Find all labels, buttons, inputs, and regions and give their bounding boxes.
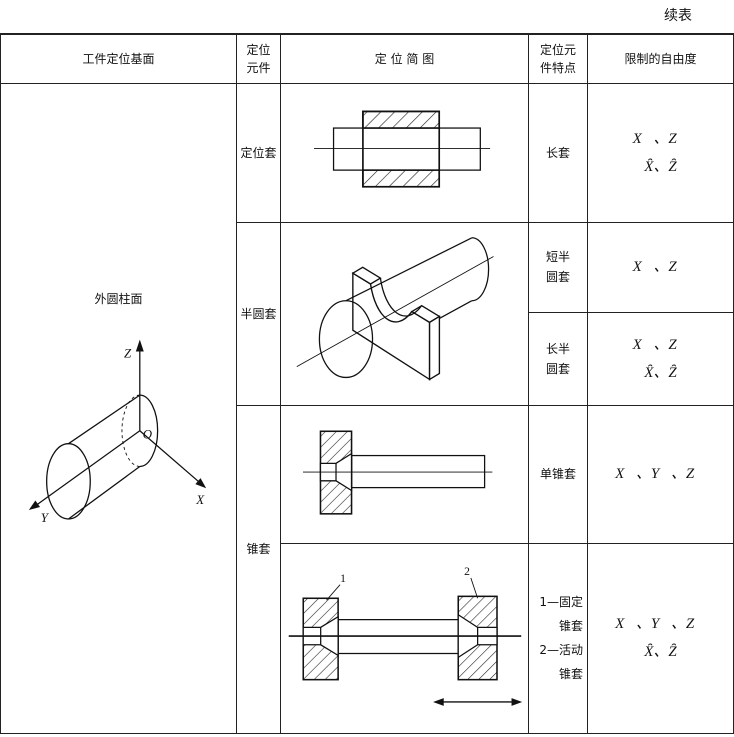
feature-line: 圆套 (545, 270, 570, 284)
dof-cell: X⃗、Z⃗ X̑、Z̑ (587, 82, 734, 223)
header-locating-element-line: 元件 (246, 60, 271, 75)
header-element-feature-line: 件特点 (539, 60, 576, 75)
y-axis (37, 429, 141, 505)
diagram-cell-locating-sleeve (280, 82, 529, 223)
datum-surface-cell: 外圆柱面 Z (0, 82, 237, 734)
feature-cell: 长半 圆套 (528, 311, 588, 406)
movement-arrow-right-head (511, 698, 523, 706)
datum-surface-wrap: 外圆柱面 Z (2, 84, 236, 732)
y-axis-arrow (28, 499, 41, 510)
part-label-2: 2 (464, 565, 470, 578)
locating-sleeve-diagram (313, 110, 491, 188)
header-locating-element: 定位 元件 (236, 33, 281, 84)
half-round-sleeve-diagram (296, 236, 494, 381)
dof-line: X⃗、Z⃗ (632, 336, 689, 353)
cylinder-bottom-edge (68, 465, 141, 519)
x-axis (139, 429, 199, 482)
header-element-feature-line: 定位元 (539, 42, 576, 57)
leader-line-2 (470, 577, 479, 599)
x-axis-label: X (195, 493, 205, 507)
feature-cell: 短半 圆套 (528, 221, 588, 313)
cylinder-right-end-hidden (121, 394, 140, 467)
table-row: 外圆柱面 Z (0, 82, 734, 734)
dof-cell: X⃗、Y⃗、Z⃗ (587, 404, 734, 544)
cylinder-bottom-edge (439, 299, 473, 319)
element-label: 锥套 (246, 542, 271, 556)
header-element-feature: 定位元 件特点 (528, 33, 588, 84)
table-row: 长半 圆套 X⃗、Z⃗ X̑、Z̑ (1, 311, 734, 406)
dof-line: X̑、Z̑ (644, 364, 677, 381)
feature-line: 单锥套 (539, 467, 576, 481)
origin-label: O (143, 427, 152, 441)
z-axis-arrow (135, 339, 144, 352)
feature-line: 圆套 (545, 361, 570, 376)
shaft (350, 454, 486, 488)
element-cell-half-round-sleeve: 半圆套 (236, 221, 281, 406)
dof-cell: X⃗、Y⃗、Z⃗ X̑、Z̑ (587, 542, 734, 734)
table-row: 1 2 1—固定 锥套 2—活动 锥套 X⃗、Y⃗、Z⃗ (1, 542, 734, 734)
y-axis-label: Y (41, 510, 50, 524)
feature-cell: 单锥套 (528, 404, 588, 544)
dof-line: X⃗、Z⃗ (632, 259, 689, 275)
center-line (296, 255, 494, 367)
sleeve-upper-section (362, 110, 441, 129)
shaft (332, 126, 481, 171)
double-cone-sleeve-diagram: 1 2 (288, 565, 523, 706)
sleeve-front-face (352, 271, 431, 381)
table-row: 半圆套 短半 (1, 221, 734, 406)
diagram-cell-half-round-sleeve (280, 221, 529, 406)
dof-cell: X⃗、Z⃗ X̑、Z̑ (587, 311, 734, 406)
x-axis-arrow (195, 477, 207, 488)
diagram-cell-double-cone: 1 2 (280, 542, 529, 734)
dof-line: X⃗、Z⃗ (632, 130, 689, 147)
diagram-cell-single-cone (280, 404, 529, 544)
continued-table-note: 续表 (664, 8, 692, 24)
sleeve-lower-section (362, 168, 441, 188)
dof-line: X⃗、Y⃗、Z⃗ (615, 466, 706, 482)
sleeve-left-lug-top (351, 265, 382, 285)
single-cone-sleeve-diagram (302, 430, 493, 515)
header-locating-element-line: 定位 (246, 42, 271, 57)
cylinder-right-end (139, 393, 159, 467)
part-label-1: 1 (340, 572, 346, 585)
feature-line: 2—活动 (539, 643, 583, 657)
feature-line: 长套 (545, 145, 570, 160)
dof-line: X̑、Z̑ (644, 644, 677, 660)
feature-line: 锥套 (558, 667, 583, 681)
element-cell-locating-sleeve: 定位套 (236, 82, 281, 223)
table-row: 锥套 (1, 404, 734, 734)
feature-cell: 1—固定 锥套 2—活动 锥套 (528, 542, 588, 734)
feature-cell: 长套 (528, 82, 588, 223)
feature-line: 锥套 (558, 619, 583, 633)
leader-line-1 (326, 584, 341, 601)
header-datum-surface: 工件定位基面 (0, 33, 237, 84)
header-row: 工件定位基面 定位 元件 定 位 简 图 定位元 件特点 限制的自由度 (0, 33, 734, 84)
feature-line: 短半 (545, 250, 570, 264)
dof-line: X̑、Z̑ (644, 158, 677, 175)
cylinder-right-end (471, 236, 490, 301)
z-axis-label: Z (124, 346, 132, 360)
cylinder-top-edge (345, 236, 473, 301)
locating-elements-table: 工件定位基面 定位 元件 定 位 简 图 定位元 件特点 限制的自由度 外圆柱面 (0, 33, 734, 734)
coordinate-cylinder-diagram: Z O X Y (28, 339, 207, 524)
sleeve-right-side-face (428, 314, 441, 381)
sleeve-inner-arc-back (379, 277, 423, 317)
element-cell-cone-sleeve: 锥套 (236, 404, 281, 734)
feature-line: 长半 (545, 341, 570, 356)
cylinder-top-edge (68, 394, 141, 444)
datum-surface-label: 外圆柱面 (94, 291, 143, 306)
dof-line: X⃗、Y⃗、Z⃗ (615, 616, 706, 632)
movement-arrow-left-head (433, 698, 444, 706)
header-dof: 限制的自由度 (587, 33, 734, 84)
feature-line: 1—固定 (539, 595, 583, 609)
dof-cell: X⃗、Z⃗ (587, 221, 734, 313)
header-diagram: 定 位 简 图 (280, 33, 529, 84)
